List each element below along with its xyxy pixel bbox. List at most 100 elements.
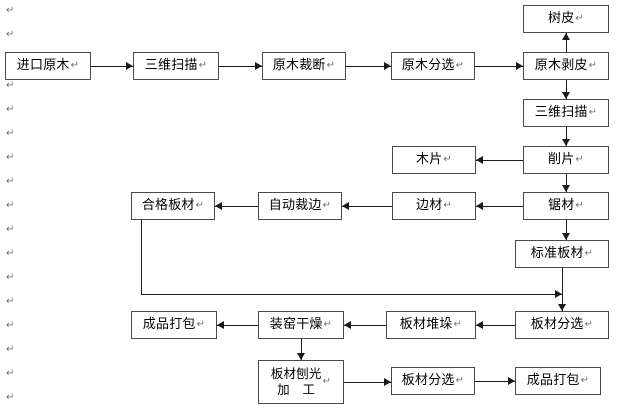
node-label: 三维扫描 bbox=[534, 104, 588, 120]
connector-log-cutting-to-log-sorting-arrow bbox=[384, 62, 391, 70]
node-label: 合格板材 bbox=[141, 197, 195, 213]
connector-kiln-drying-to-packing-1 bbox=[217, 325, 258, 326]
node-board-sorting-1[interactable]: 板材分选↵ bbox=[515, 311, 609, 339]
connector-chipping-to-wood-chips bbox=[476, 160, 523, 161]
node-label: 成品打包 bbox=[142, 316, 196, 332]
connector-import-logs-to-scan-3d-1 bbox=[91, 66, 133, 67]
node-paragraph-mark: ↵ bbox=[588, 107, 598, 119]
connector-board-sorting-2-to-packing-2 bbox=[475, 381, 515, 382]
connector-log-sorting-to-log-debarking-arrow bbox=[516, 62, 523, 70]
node-paragraph-mark: ↵ bbox=[455, 375, 465, 387]
connector-kiln-drying-to-board-planing bbox=[301, 339, 302, 360]
node-kiln-drying[interactable]: 装窑干燥↵ bbox=[258, 311, 344, 339]
node-label: 树皮 bbox=[548, 10, 575, 26]
node-log-sorting[interactable]: 原木分选↵ bbox=[391, 52, 475, 80]
node-paragraph-mark: ↵ bbox=[70, 60, 80, 72]
node-bark[interactable]: 树皮↵ bbox=[523, 5, 609, 33]
connector-board-planing-to-board-sorting-2 bbox=[344, 382, 391, 383]
node-standard-boards[interactable]: 标准板材↵ bbox=[515, 240, 609, 268]
node-chipping[interactable]: 削片↵ bbox=[523, 146, 609, 174]
node-paragraph-mark: ↵ bbox=[575, 154, 584, 166]
connector-standard-boards-to-board-sorting-1-arrow bbox=[558, 304, 566, 311]
connector-board-sorting-1-to-board-stacking bbox=[476, 325, 515, 326]
connector-standard-boards-to-board-sorting-1 bbox=[562, 268, 563, 311]
node-packing-2[interactable]: 成品打包↵ bbox=[515, 367, 601, 395]
connector-chipping-to-wood-chips-arrow bbox=[476, 156, 483, 164]
paragraph-mark: ↵ bbox=[6, 392, 15, 403]
node-paragraph-mark: ↵ bbox=[443, 200, 452, 212]
node-paragraph-mark: ↵ bbox=[588, 60, 598, 72]
node-label: 原木剥皮 bbox=[534, 57, 588, 73]
connector-qualified-boards-to-board-sorting-1-arrow bbox=[555, 290, 562, 298]
node-paragraph-mark: ↵ bbox=[322, 200, 332, 212]
paragraph-mark: ↵ bbox=[6, 29, 15, 40]
node-label: 木片 bbox=[416, 151, 443, 167]
connector-kiln-drying-to-packing-1-arrow bbox=[217, 321, 224, 329]
node-auto-edge-trimming[interactable]: 自动裁边↵ bbox=[258, 192, 342, 220]
paragraph-mark: ↵ bbox=[6, 272, 15, 283]
paragraph-mark: ↵ bbox=[6, 152, 15, 163]
connector-scan-3d-1-to-log-cutting bbox=[219, 66, 262, 67]
connector-log-debarking-to-scan-3d-2 bbox=[566, 80, 567, 99]
paragraph-mark: ↵ bbox=[6, 248, 15, 259]
node-label: 进口原木 bbox=[16, 57, 70, 73]
connector-scan-3d-2-to-chipping bbox=[566, 127, 567, 146]
connector-scan-3d-2-to-chipping-arrow bbox=[562, 139, 570, 146]
node-label: 标准板材 bbox=[530, 245, 584, 261]
node-log-cutting[interactable]: 原木裁断↵ bbox=[262, 52, 346, 80]
connector-auto-edge-trimming-to-qualified-boards-arrow bbox=[215, 202, 222, 210]
node-paragraph-mark: ↵ bbox=[196, 319, 206, 331]
node-side-boards[interactable]: 边材↵ bbox=[392, 192, 476, 220]
connector-board-sorting-2-to-packing-2-arrow bbox=[508, 377, 515, 385]
node-board-planing[interactable]: 板材刨光 加 工↵ bbox=[258, 360, 344, 404]
node-paragraph-mark: ↵ bbox=[323, 319, 333, 331]
node-label: 削片 bbox=[548, 151, 575, 167]
connector-sawing-to-standard-boards bbox=[566, 220, 567, 240]
node-label: 成品打包 bbox=[526, 372, 580, 388]
node-board-sorting-2[interactable]: 板材分选↵ bbox=[391, 367, 475, 395]
node-paragraph-mark: ↵ bbox=[453, 319, 463, 331]
paragraph-mark: ↵ bbox=[6, 344, 15, 355]
node-label: 边材 bbox=[416, 197, 443, 213]
node-sawing[interactable]: 锯材↵ bbox=[523, 192, 609, 220]
node-label: 板材分选 bbox=[401, 372, 455, 388]
connector-log-debarking-to-bark bbox=[566, 33, 567, 52]
node-log-debarking[interactable]: 原木剥皮↵ bbox=[523, 52, 609, 80]
node-label: 三维扫描 bbox=[144, 57, 198, 73]
node-qualified-boards[interactable]: 合格板材↵ bbox=[131, 192, 215, 220]
node-paragraph-mark: ↵ bbox=[584, 319, 594, 331]
connector-scan-3d-1-to-log-cutting-arrow bbox=[255, 62, 262, 70]
connector-sawing-to-side-boards bbox=[476, 206, 523, 207]
node-paragraph-mark: ↵ bbox=[584, 248, 594, 260]
node-paragraph-mark: ↵ bbox=[580, 375, 590, 387]
node-label: 板材刨光 加 工 bbox=[270, 366, 322, 397]
connector-log-sorting-to-log-debarking bbox=[475, 66, 523, 67]
node-paragraph-mark: ↵ bbox=[575, 200, 584, 212]
connector-import-logs-to-scan-3d-1-arrow bbox=[126, 62, 133, 70]
node-paragraph-mark: ↵ bbox=[198, 60, 208, 72]
node-label: 原木分选 bbox=[401, 57, 455, 73]
connector-board-planing-to-board-sorting-2-arrow bbox=[384, 378, 391, 386]
node-import-logs[interactable]: 进口原木↵ bbox=[5, 52, 91, 80]
node-paragraph-mark: ↵ bbox=[575, 13, 584, 25]
paragraph-mark: ↵ bbox=[6, 5, 15, 16]
node-board-stacking[interactable]: 板材堆垛↵ bbox=[386, 311, 476, 339]
connector-log-debarking-to-bark-arrow bbox=[562, 33, 570, 40]
node-label: 锯材 bbox=[548, 197, 575, 213]
node-packing-1[interactable]: 成品打包↵ bbox=[131, 311, 217, 339]
paragraph-mark: ↵ bbox=[6, 128, 15, 139]
paragraph-mark: ↵ bbox=[6, 176, 15, 187]
node-paragraph-mark: ↵ bbox=[443, 154, 452, 166]
connector-sawing-to-side-boards-arrow bbox=[476, 202, 483, 210]
node-label: 原木裁断 bbox=[272, 57, 326, 73]
connector-side-boards-to-auto-edge-trimming-arrow bbox=[342, 202, 349, 210]
node-scan-3d-2[interactable]: 三维扫描↵ bbox=[523, 99, 609, 127]
node-scan-3d-1[interactable]: 三维扫描↵ bbox=[133, 52, 219, 80]
paragraph-mark: ↵ bbox=[6, 296, 15, 307]
connector-board-sorting-1-to-board-stacking-arrow bbox=[476, 321, 483, 329]
node-wood-chips[interactable]: 木片↵ bbox=[392, 146, 476, 174]
node-label: 装窑干燥 bbox=[269, 316, 323, 332]
paragraph-mark: ↵ bbox=[6, 320, 15, 331]
connector-auto-edge-trimming-to-qualified-boards bbox=[215, 206, 258, 207]
